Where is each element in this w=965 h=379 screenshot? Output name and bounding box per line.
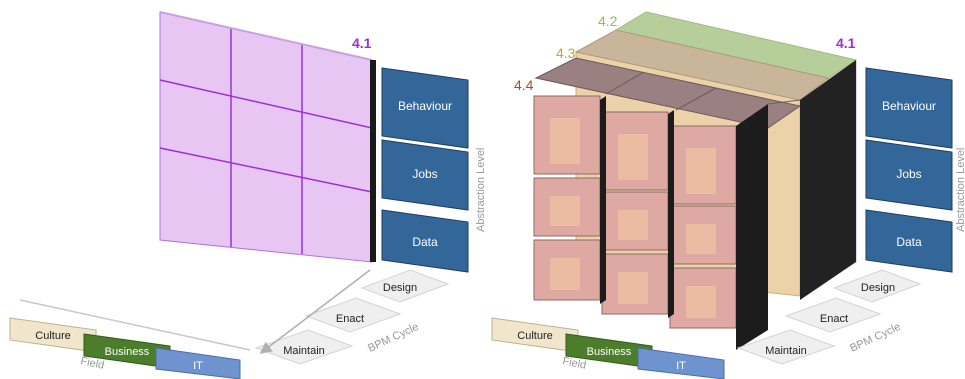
field-box-culture-right: Culture [491, 317, 579, 353]
field-box-business: Business [83, 333, 171, 369]
abstraction-label-behaviour-right: Behaviour [882, 99, 936, 113]
bpm-box-design-right: Design [832, 269, 922, 303]
field-box-culture: Culture [9, 317, 97, 353]
bpm-box-maintain-right: Maintain [736, 329, 836, 365]
layer-4-1-label: 4.1 [352, 35, 372, 51]
abstraction-box-data-right: Data [865, 209, 953, 273]
abstraction-box-jobs-right: Jobs [865, 139, 953, 211]
field-box-it-right: IT [637, 347, 725, 379]
bpm-label-enact-right: Enact [820, 313, 848, 325]
field-label-it-right: IT [676, 360, 686, 372]
bpm-axis-label-right: BPM Cycle [848, 321, 902, 355]
abstraction-box-behaviour: Behaviour [381, 67, 469, 149]
bpm-box-design: Design [360, 269, 450, 303]
front-cube-grid [533, 57, 856, 350]
abstraction-label-data-right: Data [896, 235, 922, 249]
bpm-label-design: Design [383, 282, 417, 294]
bpm-label-maintain: Maintain [283, 345, 325, 357]
bpm-axis-label: BPM Cycle [366, 321, 420, 355]
abstraction-label-data: Data [412, 235, 438, 249]
left-panel: 4.1 Behaviour Jobs Data Abstraction Leve… [9, 11, 487, 379]
field-axis-label-right: Field [561, 355, 587, 372]
bpm-label-enact: Enact [336, 313, 364, 325]
bpm-box-maintain: Maintain [254, 329, 354, 365]
layer-4-1-label-right: 4.1 [836, 35, 856, 51]
layer-4-4-label: 4.4 [514, 77, 534, 93]
bpm-label-design-right: Design [861, 282, 895, 294]
layer-4-1-grid [159, 11, 373, 263]
abstraction-box-jobs: Jobs [381, 139, 469, 211]
field-axis-label: Field [79, 355, 105, 372]
abstraction-box-behaviour-right: Behaviour [865, 67, 953, 149]
abstraction-label-jobs: Jobs [412, 167, 437, 181]
field-label-culture-right: Culture [517, 330, 552, 342]
abstraction-box-data: Data [381, 209, 469, 273]
bpm-axis-arrow [259, 269, 371, 354]
bpm-label-maintain-right: Maintain [765, 345, 807, 357]
layer-4-3-label: 4.3 [556, 45, 576, 61]
field-box-it: IT [155, 347, 241, 379]
abstraction-label-jobs-right: Jobs [896, 167, 921, 181]
field-label-business: Business [105, 346, 150, 358]
right-panel: 4.2 4.3 4.4 4.1 Behaviour Jobs Data Abst… [491, 11, 965, 379]
layer-4-2-label: 4.2 [598, 13, 618, 29]
field-label-culture: Culture [35, 330, 70, 342]
field-box-business-right: Business [565, 333, 653, 369]
bpm-box-enact-right: Enact [784, 297, 882, 333]
field-axis-line [19, 299, 251, 351]
field-label-business-right: Business [587, 346, 632, 358]
field-label-it: IT [193, 360, 203, 372]
abstraction-label-behaviour: Behaviour [398, 99, 452, 113]
abstraction-axis-label-right: Abstraction Level [955, 148, 965, 232]
abstraction-axis-bar [370, 60, 376, 262]
abstraction-axis-label: Abstraction Level [475, 148, 487, 232]
bpm-box-enact: Enact [304, 297, 402, 333]
